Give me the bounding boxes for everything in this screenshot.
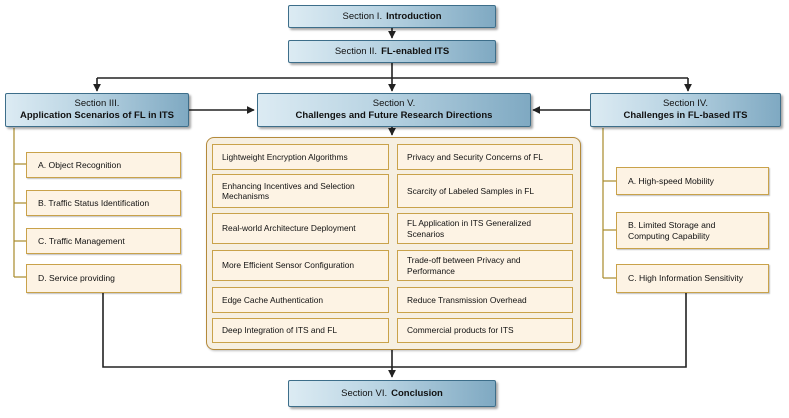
direction-item: Enhancing Incentives and Selection Mecha…	[212, 174, 389, 208]
section-2-title: FL-enabled ITS	[381, 45, 450, 57]
section-4-box: Section IV. Challenges in FL-based ITS	[590, 93, 781, 127]
direction-item: Trade-off between Privacy and Performanc…	[397, 250, 573, 281]
direction-item: Commercial products for ITS	[397, 318, 573, 343]
section-3-box: Section III. Application Scenarios of FL…	[5, 93, 189, 127]
section-4-title: Challenges in FL-based ITS	[623, 110, 748, 121]
section-6-box: Section VI. Conclusion	[288, 380, 496, 407]
app-item-traffic-management: C. Traffic Management	[26, 228, 181, 254]
direction-item: More Efficient Sensor Configuration	[212, 250, 389, 281]
direction-item: Edge Cache Authentication	[212, 287, 389, 313]
direction-item: Scarcity of Labeled Samples in FL	[397, 174, 573, 208]
app-item-object-recognition: A. Object Recognition	[26, 152, 181, 178]
line-right-to-conclusion	[392, 293, 687, 368]
section-5-prefix: Section V.	[372, 98, 416, 109]
direction-item: Privacy and Security Concerns of FL	[397, 144, 573, 170]
section-5-box: Section V. Challenges and Future Researc…	[257, 93, 531, 127]
section-4-prefix: Section IV.	[662, 98, 709, 109]
direction-item: Reduce Transmission Overhead	[397, 287, 573, 313]
section-3-prefix: Section III.	[74, 98, 120, 109]
direction-item: Deep Integration of ITS and FL	[212, 318, 389, 343]
section-2-prefix: Section II.	[334, 45, 378, 57]
section-1-title: Introduction	[386, 10, 442, 22]
direction-item: Real-world Architecture Deployment	[212, 213, 389, 244]
section-5-title: Challenges and Future Research Direction…	[295, 110, 493, 121]
section-6-prefix: Section VI.	[341, 387, 388, 399]
challenge-item-limited-storage: B. Limited Storage and Computing Capabil…	[616, 212, 769, 249]
section-2-box: Section II. FL-enabled ITS	[288, 40, 496, 63]
research-directions-panel: Lightweight Encryption Algorithms Enhanc…	[206, 137, 581, 350]
line-left-to-conclusion	[102, 293, 392, 368]
section-1-prefix: Section I.	[342, 10, 383, 22]
app-item-traffic-status: B. Traffic Status Identification	[26, 190, 181, 216]
challenge-item-information-sensitivity: C. High Information Sensitivity	[616, 264, 769, 293]
challenge-item-high-speed-mobility: A. High-speed Mobility	[616, 167, 769, 195]
direction-item: Lightweight Encryption Algorithms	[212, 144, 389, 170]
section-6-title: Conclusion	[391, 387, 443, 399]
app-item-service-providing: D. Service providing	[26, 264, 181, 293]
section-3-title: Application Scenarios of FL in ITS	[20, 110, 174, 121]
direction-item: FL Application in ITS Generalized Scenar…	[397, 213, 573, 244]
section-1-box: Section I. Introduction	[288, 5, 496, 28]
